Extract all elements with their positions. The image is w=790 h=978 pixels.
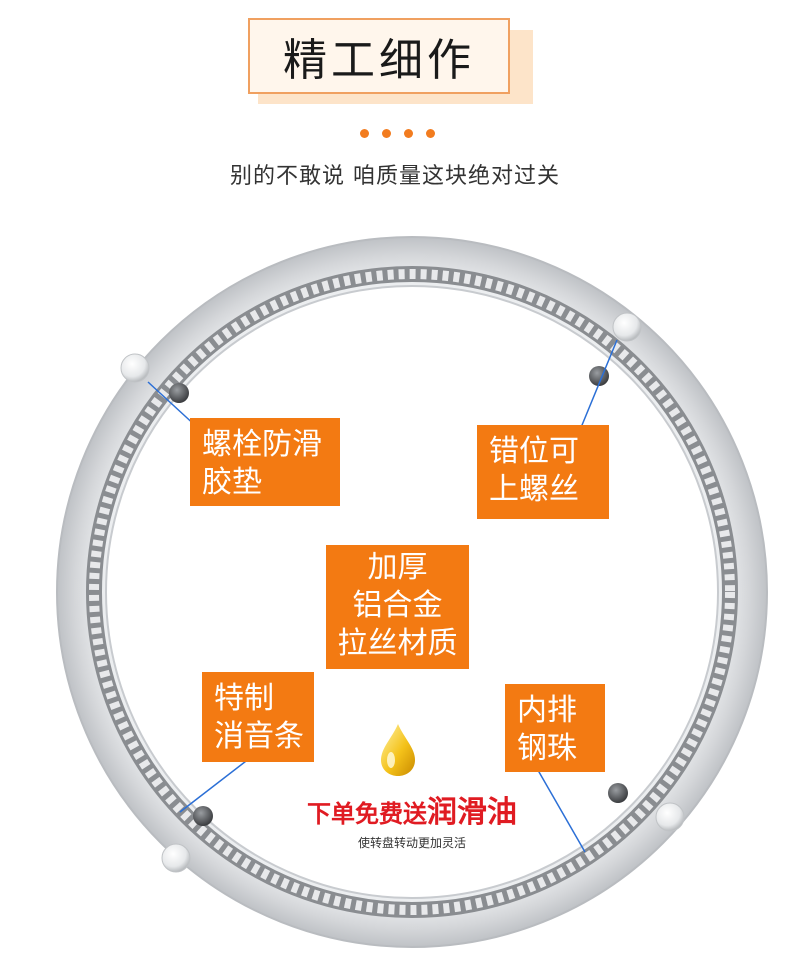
label-line: 拉丝材质 xyxy=(337,626,458,661)
page-title: 精工细作 xyxy=(283,35,475,86)
label-offset-screw: 错位可 上螺丝 xyxy=(477,425,609,519)
rubber-pad xyxy=(612,312,642,342)
decorative-dots xyxy=(360,129,435,138)
page-subtitle: 别的不敢说 咱质量这块绝对过关 xyxy=(230,164,560,189)
screw-hole xyxy=(193,806,213,826)
label-steel-balls: 内排 钢珠 xyxy=(505,684,605,772)
callout-line xyxy=(179,757,251,813)
label-line: 螺栓防滑 xyxy=(202,427,322,462)
callout-line xyxy=(579,339,618,431)
ball-track-balls xyxy=(89,269,735,915)
promo-highlight: 润滑油 xyxy=(427,795,517,830)
rubber-pad xyxy=(161,843,191,873)
dot xyxy=(360,129,369,138)
dot xyxy=(404,129,413,138)
dot xyxy=(426,129,435,138)
oil-drop-icon xyxy=(381,724,415,776)
label-silencer-strip: 特制 消音条 xyxy=(202,672,314,762)
title-box: 精工细作 xyxy=(248,18,510,94)
screw-hole xyxy=(608,783,628,803)
label-line: 内排 xyxy=(517,693,577,728)
callout-line xyxy=(147,381,199,429)
label-line: 特制 xyxy=(214,681,274,716)
rubber-pad xyxy=(120,353,150,383)
title-banner: 精工细作 xyxy=(248,18,533,104)
screw-hole xyxy=(169,383,189,403)
rubber-pad xyxy=(655,802,685,832)
dot xyxy=(382,129,391,138)
promo-prefix: 下单免费送 xyxy=(307,800,427,828)
promo-text: 下单免费送润滑油 xyxy=(262,787,562,831)
label-line: 胶垫 xyxy=(202,465,262,500)
label-line: 上螺丝 xyxy=(489,472,579,507)
label-line: 加厚 xyxy=(367,550,428,585)
label-anti-slip-pad: 螺栓防滑 胶垫 xyxy=(190,418,340,506)
label-line: 铝合金 xyxy=(352,588,443,623)
label-aluminum-material: 加厚 铝合金 拉丝材质 xyxy=(326,545,469,669)
label-line: 钢珠 xyxy=(517,731,577,766)
callout-line xyxy=(534,764,586,853)
label-line: 消音条 xyxy=(214,719,304,754)
label-line: 错位可 xyxy=(489,434,579,469)
promo-subtext: 使转盘转动更加灵活 xyxy=(357,836,466,850)
